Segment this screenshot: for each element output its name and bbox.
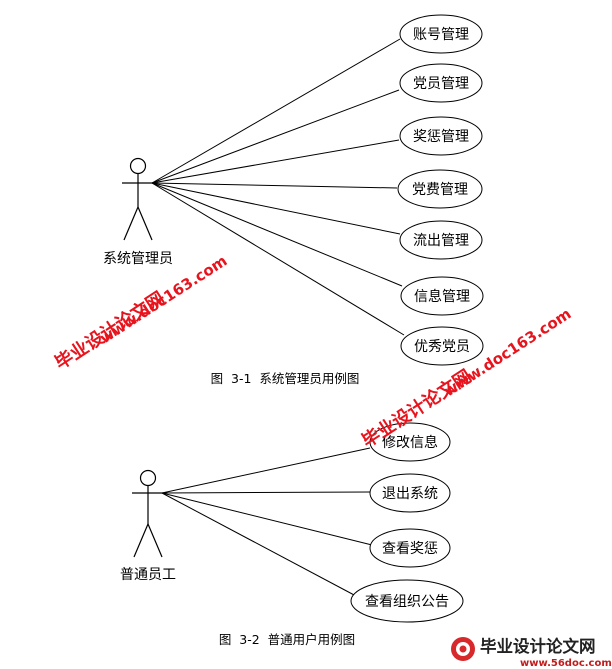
figure-caption-3-2: 图 3-2 普通用户用例图 (219, 632, 355, 647)
association-line (161, 492, 357, 597)
use-case-account-mgmt: 账号管理 (399, 14, 483, 54)
actor-label-ordinary-staff: 普通员工 (120, 567, 176, 583)
use-case-label: 信息管理 (414, 288, 470, 305)
use-case-reward-mgmt: 奖惩管理 (399, 116, 483, 156)
logo-emblem-icon (451, 637, 475, 661)
association-line (161, 491, 371, 494)
use-case-exit-system: 退出系统 (369, 473, 451, 513)
use-case-ellipse (369, 473, 451, 513)
associations-diagram2 (161, 447, 373, 597)
use-case-label: 账号管理 (413, 27, 469, 43)
actor-right-leg (137, 206, 153, 241)
association-line (151, 182, 405, 336)
use-case-ellipse (400, 326, 484, 366)
use-case-label: 查看奖惩 (382, 540, 438, 557)
use-case-label: 党员管理 (413, 76, 469, 92)
actor-right-leg (147, 523, 163, 558)
use-case-ellipse (369, 422, 451, 462)
association-line (151, 139, 400, 184)
use-cases-diagram1: 账号管理 党员管理 奖惩管理 党费管理 流出管理 信息管理 (397, 14, 484, 366)
use-case-ellipse (350, 579, 464, 623)
use-case-label: 查看组织公告 (365, 594, 449, 610)
use-case-ellipse (399, 14, 483, 54)
use-case-ellipse (400, 276, 484, 316)
association-line (161, 492, 373, 546)
association-line (151, 182, 403, 287)
use-case-label: 奖惩管理 (413, 128, 469, 145)
actor-system-admin (122, 157, 154, 241)
figure-caption-3-1: 图 3-1 系统管理员用例图 (211, 371, 360, 386)
actor-left-leg (123, 206, 139, 241)
use-case-member-mgmt: 党员管理 (399, 63, 483, 103)
diagram-system-admin: 系统管理员 账号管理 党员管理 奖惩管理 (103, 14, 484, 386)
associations-diagram1 (151, 38, 405, 336)
use-cases-diagram2: 修改信息 退出系统 查看奖惩 查看组织公告 (350, 422, 464, 623)
actor-label-system-admin: 系统管理员 (103, 251, 173, 267)
use-case-dues-mgmt: 党费管理 (397, 169, 483, 209)
use-case-label: 流出管理 (413, 233, 469, 249)
association-line (151, 38, 401, 184)
use-case-label: 退出系统 (382, 486, 438, 502)
use-case-label: 修改信息 (382, 434, 438, 451)
association-line (151, 89, 400, 184)
use-case-label: 党费管理 (412, 182, 468, 198)
actor-head (139, 469, 157, 487)
association-line (151, 182, 398, 189)
use-case-ellipse (397, 169, 483, 209)
use-case-outflow-mgmt: 流出管理 (399, 220, 483, 260)
use-case-modify-info: 修改信息 (369, 422, 451, 462)
association-line (151, 182, 401, 235)
logo-site-cn: 毕业设计论文网 (480, 636, 596, 656)
use-case-label: 优秀党员 (414, 339, 470, 355)
actor-ordinary-staff (132, 469, 164, 558)
logo-site-url: www.56doc.com (520, 658, 612, 669)
use-case-ellipse (369, 528, 451, 568)
use-case-view-rewards: 查看奖惩 (369, 528, 451, 568)
use-case-info-mgmt: 信息管理 (400, 276, 484, 316)
use-case-ellipse (399, 63, 483, 103)
association-line (161, 447, 371, 494)
actor-left-leg (133, 523, 149, 558)
diagram-ordinary-staff: 普通员工 修改信息 退出系统 查看奖惩 查看组织公告 (120, 422, 464, 647)
use-case-view-announcements: 查看组织公告 (350, 579, 464, 623)
site-logo: 毕业设计论文网 www.56doc.com (451, 636, 612, 669)
use-case-ellipse (399, 220, 483, 260)
use-case-excellent-member: 优秀党员 (400, 326, 484, 366)
actor-head (129, 157, 147, 175)
use-case-ellipse (399, 116, 483, 156)
